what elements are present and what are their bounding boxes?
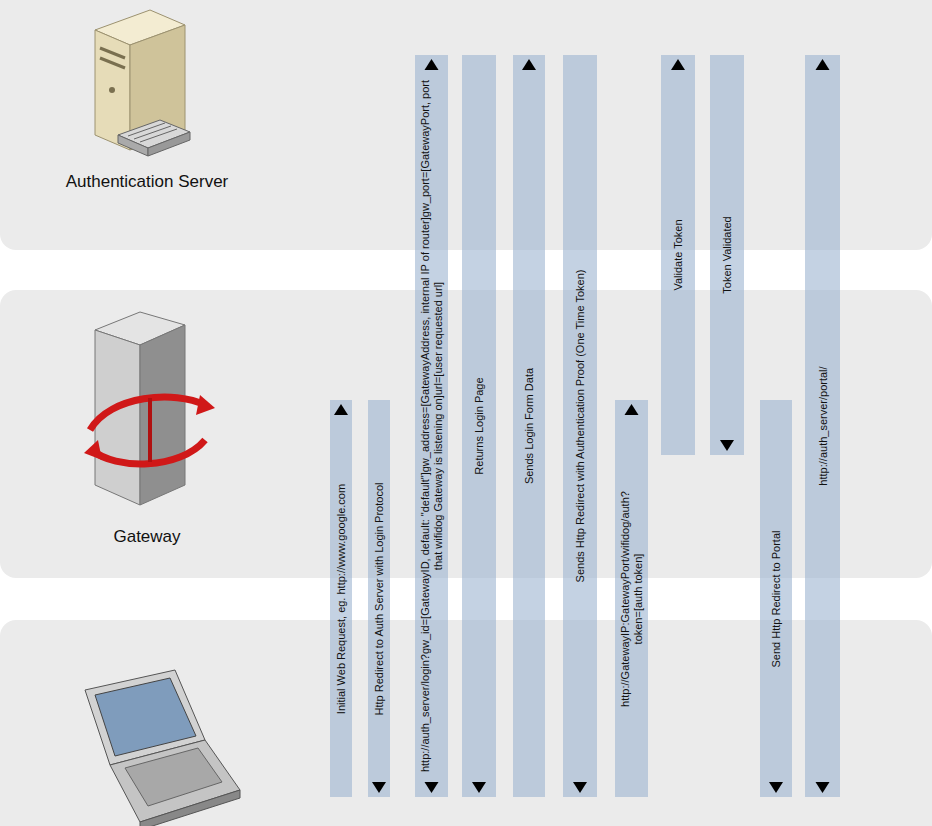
message-arrow: Initial Web Request, eg. http://www.goog… bbox=[330, 400, 352, 797]
message-text: Returns Login Page bbox=[473, 77, 486, 775]
message-arrow: Token Validated bbox=[710, 55, 744, 455]
message-text: Sends Http Redirect with Authentication … bbox=[574, 77, 587, 775]
arrow-head bbox=[816, 59, 830, 70]
message-text: http://auth_server/login?gw_id=[GatewayI… bbox=[419, 77, 445, 775]
arrow-head bbox=[425, 59, 439, 70]
arrow-head bbox=[334, 404, 348, 415]
message-text: Send Http Redirect to Portal bbox=[770, 422, 783, 775]
actor-label: Authentication Server bbox=[66, 172, 229, 192]
arrow-head bbox=[522, 59, 536, 70]
message-arrow: Send Http Redirect to Portal bbox=[760, 400, 792, 797]
arrow-head bbox=[573, 782, 587, 793]
arrow-head bbox=[671, 59, 685, 70]
arrow-head bbox=[720, 440, 734, 451]
message-arrow: Returns Login Page bbox=[462, 55, 496, 797]
message-text: Http Redirect to Auth Server with Login … bbox=[373, 422, 386, 775]
gateway-icon bbox=[84, 312, 215, 505]
message-text: http://GatewayIP:GatewayPort/wifidog/aut… bbox=[619, 474, 645, 724]
message-arrow: Sends Login Form Data bbox=[513, 55, 545, 797]
message-arrow: http://GatewayIP:GatewayPort/wifidog/aut… bbox=[615, 400, 648, 797]
server-icon bbox=[95, 10, 190, 156]
arrow-head bbox=[372, 782, 386, 793]
message-text: Validate Token bbox=[672, 77, 685, 433]
arrow-head bbox=[769, 782, 783, 793]
message-text: Initial Web Request, eg. http://www.goog… bbox=[335, 422, 348, 775]
message-arrow: Validate Token bbox=[661, 55, 695, 455]
actor-label: Gateway bbox=[113, 527, 180, 547]
message-text: Token Validated bbox=[721, 77, 734, 433]
message-arrow: Sends Http Redirect with Authentication … bbox=[563, 55, 597, 797]
laptop-icon bbox=[85, 670, 240, 826]
message-arrow: http://auth_server/login?gw_id=[GatewayI… bbox=[415, 55, 448, 797]
message-text: http://auth_server/portal/ bbox=[816, 77, 829, 775]
arrow-head bbox=[472, 782, 486, 793]
message-arrow: http://auth_server/portal/ bbox=[805, 55, 840, 797]
arrow-head bbox=[816, 782, 830, 793]
message-arrow: Http Redirect to Auth Server with Login … bbox=[368, 400, 390, 797]
arrow-head bbox=[625, 404, 639, 415]
arrow-head bbox=[425, 782, 439, 793]
message-text: Sends Login Form Data bbox=[523, 77, 536, 775]
